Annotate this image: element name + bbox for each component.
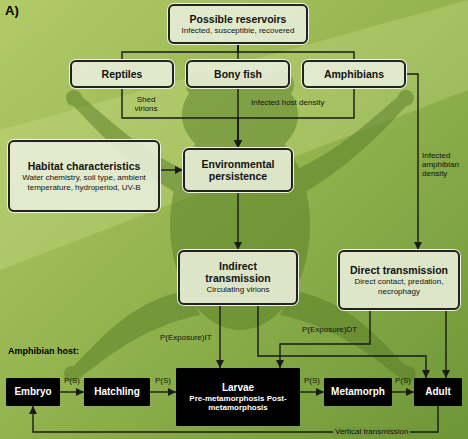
- box-body: Water chemistry, soil type, ambient temp…: [15, 173, 153, 191]
- connector-arrow: [60, 391, 84, 392]
- connector-arrow: [238, 88, 354, 148]
- edge-label: P(S): [395, 376, 411, 385]
- process-box: Indirect transmissionCirculating virions: [178, 250, 298, 305]
- box-heading: Larvae: [222, 382, 254, 394]
- edge-label: P(S): [155, 376, 171, 385]
- connector-arrow: [406, 74, 418, 250]
- box-body: Infected, susceptible, recovered: [182, 26, 295, 35]
- box-heading: Indirect transmission: [185, 260, 291, 284]
- connector-arrow: [238, 44, 354, 60]
- box-heading: Embryo: [14, 386, 51, 398]
- connector-arrow: [237, 192, 238, 250]
- connector-arrow: [280, 310, 370, 368]
- row-heading: Amphibian host:: [8, 346, 79, 356]
- life-stage-box: Embryo: [6, 378, 60, 406]
- connector-arrow: [150, 391, 176, 392]
- connector-arrow: [392, 391, 414, 392]
- edge-label: Vertical transmission: [333, 427, 410, 436]
- connector-arrow: [445, 310, 446, 378]
- edge-label: Infected amphibian density: [422, 151, 464, 179]
- box-heading: Possible reservoirs: [190, 13, 287, 25]
- process-box: Habitat characteristicsWater chemistry, …: [8, 140, 160, 212]
- frog-silhouette: [64, 70, 416, 382]
- connector-arrow: [122, 88, 238, 148]
- box-heading: Reptiles: [102, 68, 143, 80]
- process-box: Bony fish: [186, 60, 290, 88]
- connector-arrow: [300, 391, 324, 392]
- connector-arrow: [219, 305, 220, 368]
- edge-label: Shed virions: [126, 95, 166, 113]
- edge-label: Infected host density: [251, 98, 324, 107]
- edge-label: P(Exposure)IT: [160, 333, 212, 342]
- box-body: Direct contact, predation, necrophagy: [345, 277, 453, 295]
- box-heading: Direct transmission: [350, 264, 448, 276]
- life-stage-box: Adult: [414, 378, 462, 406]
- edge-label: P(S): [64, 376, 80, 385]
- process-box: Direct transmissionDirect contact, preda…: [338, 250, 460, 310]
- box-heading: Environmental persistence: [190, 158, 286, 182]
- box-heading: Hatchling: [94, 386, 140, 398]
- box-body: Circulating virions: [206, 285, 269, 294]
- life-stage-box: LarvaePre-metamorphosis Post-metamorphos…: [176, 368, 300, 426]
- box-body: Pre-metamorphosis Post-metamorphosis: [182, 394, 294, 412]
- edge-label: P(S): [304, 376, 320, 385]
- process-box: Possible reservoirsInfected, susceptible…: [168, 4, 308, 44]
- box-heading: Amphibians: [324, 68, 384, 80]
- process-box: Reptiles: [70, 60, 174, 88]
- life-stage-box: Metamorph: [324, 378, 392, 406]
- process-box: Amphibians: [302, 60, 406, 88]
- connector-arrow: [122, 44, 238, 60]
- box-heading: Metamorph: [331, 386, 385, 398]
- box-heading: Adult: [425, 386, 451, 398]
- box-heading: Habitat characteristics: [28, 160, 141, 172]
- connector-arrow: [160, 169, 183, 170]
- life-stage-box: Hatchling: [84, 378, 150, 406]
- edge-label: P(Exposure)DT: [302, 325, 357, 334]
- box-heading: Bony fish: [214, 68, 262, 80]
- process-box: Environmental persistence: [183, 148, 293, 192]
- panel-letter: A): [5, 3, 19, 18]
